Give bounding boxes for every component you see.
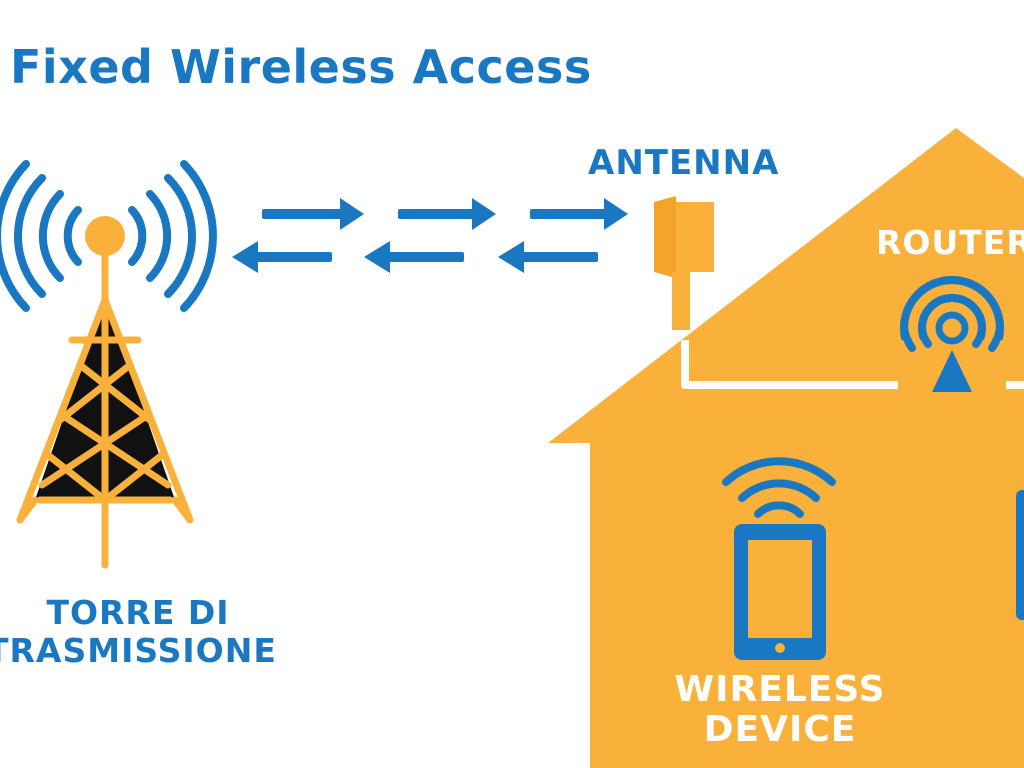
arrow-right-1 — [262, 198, 364, 230]
wifi-signal-icon — [722, 457, 836, 518]
tower-signal-waves-left — [0, 160, 82, 312]
device-label-line1: WIRELESS — [674, 669, 886, 710]
tower-label-line2: TRASMISSIONE — [0, 631, 277, 670]
tower-lattice — [16, 244, 194, 569]
antenna-panel-shade — [654, 196, 676, 278]
antenna-icon — [654, 196, 714, 330]
arrow-left-2 — [364, 241, 464, 273]
bidirectional-arrows-icon — [232, 198, 628, 273]
router-icon — [898, 275, 1006, 392]
smartphone-home-button — [775, 643, 785, 653]
device-label-line2: DEVICE — [703, 709, 857, 750]
router-label: ROUTER — [876, 223, 1024, 262]
smartphone-screen — [748, 540, 812, 638]
arrow-left-1 — [232, 241, 332, 273]
arrow-right-2 — [398, 198, 496, 230]
second-device-partial — [1016, 490, 1024, 620]
arrow-left-3 — [498, 241, 598, 273]
tower-signal-waves-right — [128, 160, 217, 312]
house-shape — [548, 128, 1024, 768]
tower-top-ball — [85, 216, 125, 256]
antenna-label: ANTENNA — [588, 143, 780, 183]
tower-label-line1: TORRE DI — [46, 593, 230, 632]
antenna-mast — [672, 272, 690, 330]
diagram-title: Fixed Wireless Access — [10, 40, 592, 94]
arrow-right-3 — [530, 198, 628, 230]
smartphone-icon — [722, 457, 836, 660]
router-base — [932, 350, 972, 392]
router-center — [935, 311, 969, 345]
transmission-tower-icon — [0, 160, 217, 569]
